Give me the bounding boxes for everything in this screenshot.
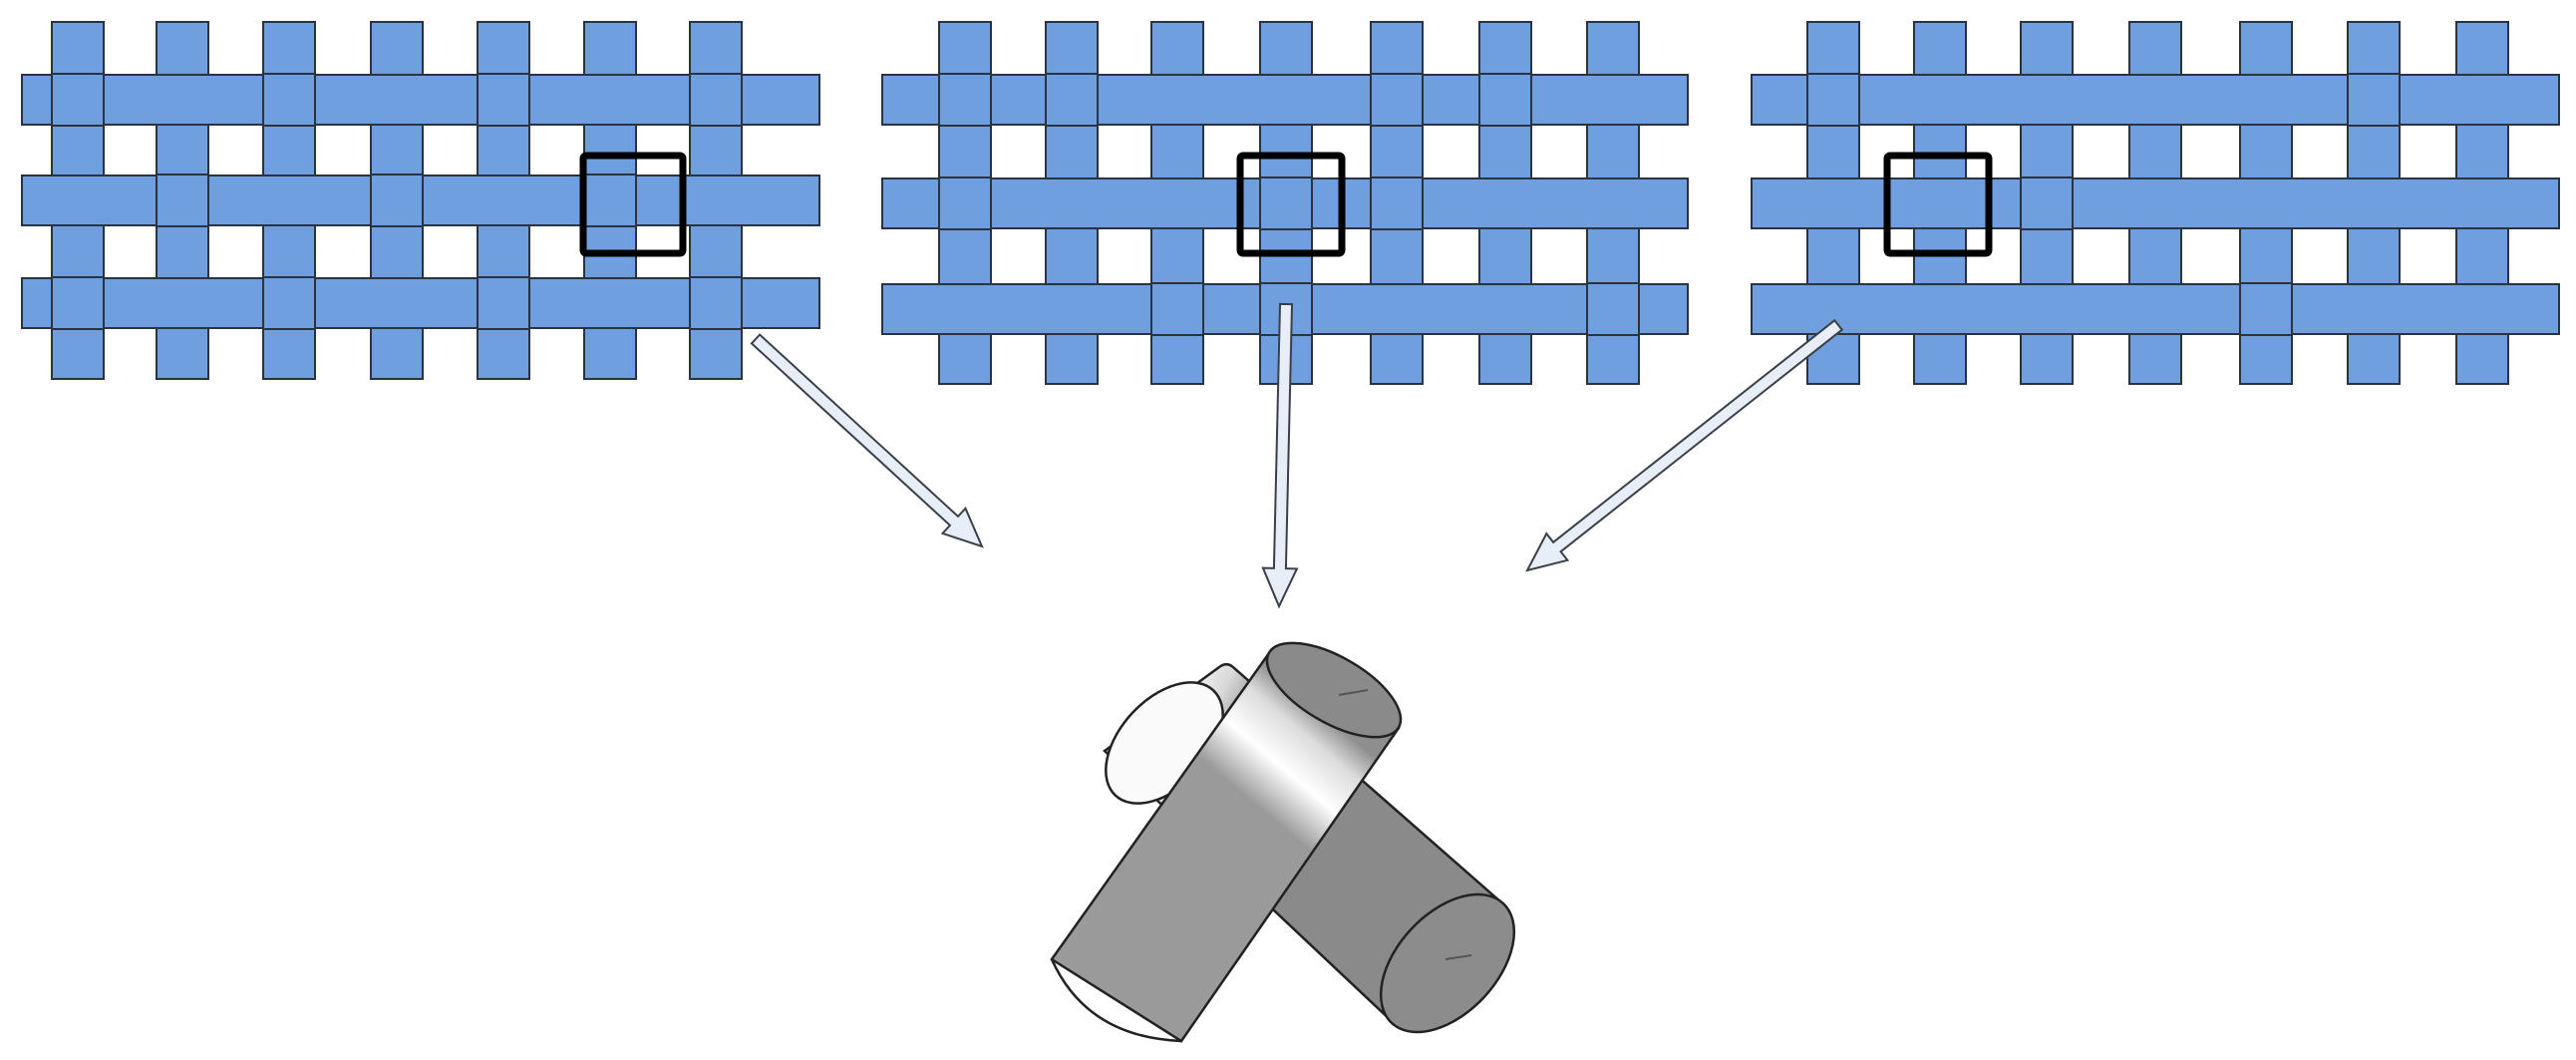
- warp-float-segment: [1478, 73, 1532, 127]
- arrow-from-plain-weave: [750, 333, 984, 548]
- warp-float-segment: [1586, 282, 1640, 336]
- warp-float-segment: [477, 73, 530, 127]
- warp-float-segment: [938, 73, 992, 127]
- warp-float-segment: [1370, 177, 1424, 230]
- warp-float-segment: [477, 276, 530, 330]
- warp-float-segment: [1370, 73, 1424, 127]
- weft-yarn: [21, 74, 820, 126]
- warp-float-segment: [262, 73, 316, 127]
- warp-float-segment: [689, 276, 743, 330]
- unit-cell-highlight-box: [1236, 152, 1346, 257]
- unit-cell-highlight-box: [1883, 152, 1993, 257]
- weft-yarn: [1751, 283, 2560, 335]
- weft-yarn: [881, 74, 1689, 126]
- arrow-from-satin-weave: [1525, 318, 1844, 572]
- arrow-from-twill-weave: [1261, 302, 1299, 609]
- front-cylinder: [1050, 641, 1403, 1043]
- warp-float-segment: [156, 174, 209, 227]
- warp-float-segment: [689, 73, 743, 127]
- weft-yarn: [21, 277, 820, 329]
- warp-float-segment: [1045, 73, 1099, 127]
- warp-float-segment: [370, 174, 424, 227]
- unit-cell-cylinders: [1050, 641, 1516, 1043]
- warp-float-segment: [1259, 177, 1313, 230]
- satin-weave-panel: [1751, 21, 2560, 385]
- plain-weave-panel: [21, 21, 820, 380]
- weft-yarn: [1751, 177, 2560, 229]
- twill-weave-panel: [881, 21, 1689, 385]
- weft-yarn: [1751, 74, 2560, 126]
- unit-cell-highlight-box: [579, 152, 687, 257]
- warp-float-segment: [583, 174, 637, 227]
- warp-float-segment: [2239, 282, 2293, 336]
- warp-float-segment: [2020, 177, 2074, 230]
- warp-float-segment: [51, 276, 105, 330]
- warp-float-segment: [1150, 282, 1204, 336]
- warp-float-segment: [262, 276, 316, 330]
- warp-float-segment: [2347, 73, 2401, 127]
- warp-float-segment: [938, 177, 992, 230]
- warp-float-segment: [1806, 73, 1860, 127]
- warp-float-segment: [51, 73, 105, 127]
- arrows-group: [750, 302, 1844, 609]
